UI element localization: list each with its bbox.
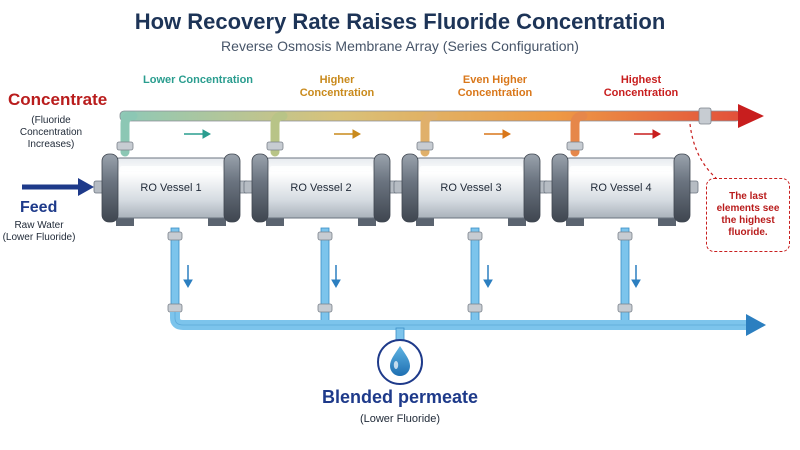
vessel-cap bbox=[251, 153, 269, 223]
vessel-highlight bbox=[120, 166, 222, 171]
vessel-cap bbox=[551, 153, 569, 223]
ro-vessel-2: RO Vessel 2 bbox=[243, 153, 399, 226]
vessel-label: RO Vessel 4 bbox=[590, 182, 651, 194]
concentrate-outlet-arrow bbox=[738, 104, 764, 128]
flow-arrow-4 bbox=[634, 129, 662, 139]
vessel-cap bbox=[523, 153, 541, 223]
flow-arrow-3 bbox=[484, 129, 512, 139]
ro-vessel-1: RO Vessel 1 bbox=[93, 153, 249, 226]
permeate-branch-pipe bbox=[395, 327, 405, 341]
stage-label-4: Highest Concentration bbox=[603, 74, 679, 99]
concentrate-riser-2 bbox=[266, 111, 288, 157]
vessel-highlight bbox=[420, 166, 522, 171]
permeate-label: Blended permeate bbox=[321, 387, 479, 407]
stage-label-1: Lower Concentration bbox=[143, 74, 254, 86]
vessel-cap bbox=[401, 153, 419, 223]
vessel-cap bbox=[373, 153, 391, 223]
ro-vessel-3: RO Vessel 3 bbox=[393, 153, 549, 226]
permeate-outlet-arrow bbox=[746, 314, 766, 336]
permeate-valves bbox=[167, 231, 633, 313]
callout-box: The last elements see the highest fluori… bbox=[706, 178, 790, 252]
feed-label: Feed bbox=[20, 199, 58, 216]
water-drop-icon bbox=[377, 339, 423, 385]
stage-label-2: Higher Concentration bbox=[299, 74, 375, 99]
ro-vessel-4: RO Vessel 4 bbox=[543, 153, 699, 226]
vessel-cap bbox=[101, 153, 119, 223]
permeate-note: (Lower Fluoride) bbox=[359, 413, 441, 425]
page-title: How Recovery Rate Raises Fluoride Concen… bbox=[134, 9, 666, 34]
callout-text: The last elements see the highest fluori… bbox=[716, 191, 780, 238]
permeate-down-arrows bbox=[183, 265, 641, 289]
flow-arrow-2 bbox=[334, 129, 362, 139]
concentrate-outlet-valve bbox=[698, 107, 712, 125]
concentrate-riser-3 bbox=[416, 111, 438, 157]
concentrate-label: Concentrate bbox=[8, 90, 108, 109]
permeate-collector-pipe bbox=[170, 312, 748, 330]
page-subtitle: Reverse Osmosis Membrane Array (Series C… bbox=[221, 38, 579, 54]
vessel-highlight bbox=[270, 166, 372, 171]
callout-connector bbox=[689, 123, 717, 179]
vessel-label: RO Vessel 2 bbox=[290, 182, 351, 194]
concentrate-riser-1 bbox=[116, 111, 138, 157]
concentrate-riser-4 bbox=[566, 111, 588, 157]
concentrate-note: (Fluoride Concentration Increases) bbox=[19, 115, 83, 150]
vessel-group: RO Vessel 1 RO Vessel 2 RO Vessel 3 RO Vess… bbox=[93, 153, 699, 226]
stage-label-3: Even Higher Concentration bbox=[457, 74, 533, 99]
feed-arrow-head bbox=[78, 178, 94, 196]
permeate-downpipes bbox=[170, 227, 630, 323]
vessel-cap bbox=[223, 153, 241, 223]
vessel-highlight bbox=[570, 166, 672, 171]
feed-note: Raw Water (Lower Fluoride) bbox=[2, 220, 76, 243]
vessel-label: RO Vessel 3 bbox=[440, 182, 501, 194]
flow-arrow-1 bbox=[184, 129, 212, 139]
vessel-cap bbox=[673, 153, 691, 223]
vessel-label: RO Vessel 1 bbox=[140, 182, 201, 194]
